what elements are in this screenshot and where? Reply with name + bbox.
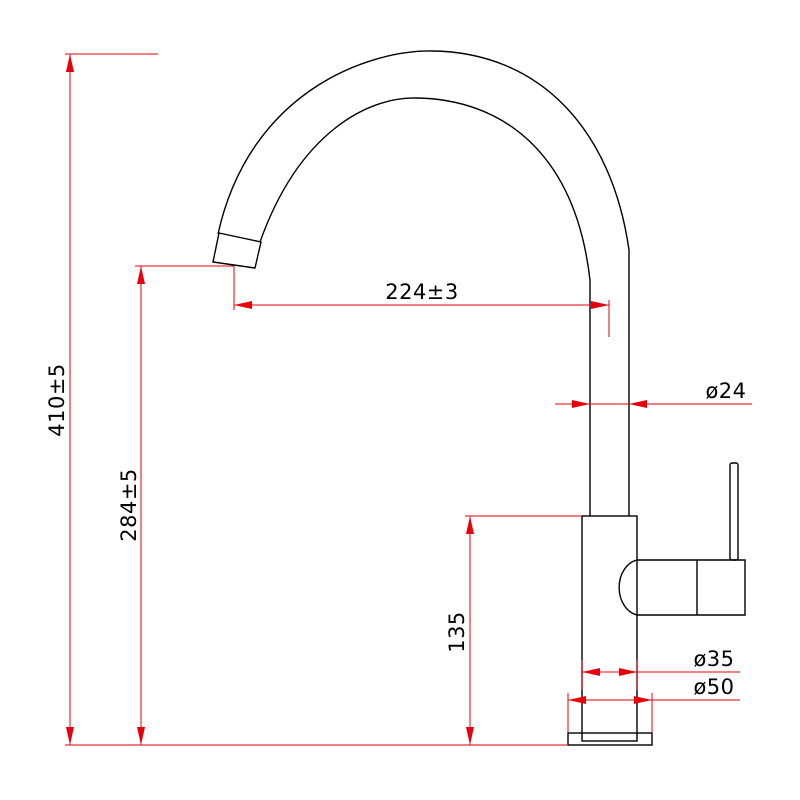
faucet-outline bbox=[212, 50, 746, 746]
label-spout-reach: 224±3 bbox=[385, 280, 459, 304]
base-plate bbox=[567, 732, 653, 746]
dimension-spout-reach bbox=[233, 266, 610, 337]
label-body-height: 135 bbox=[445, 611, 469, 653]
label-total-height: 410±5 bbox=[45, 363, 69, 437]
label-tube-diameter: ø24 bbox=[705, 379, 746, 403]
label-base-diameter: ø50 bbox=[693, 675, 734, 699]
spout-aerator bbox=[212, 232, 262, 269]
gooseneck-inner bbox=[259, 97, 591, 516]
dimension-base-diameter bbox=[567, 693, 740, 733]
gooseneck-outer bbox=[217, 50, 630, 516]
lever-housing bbox=[618, 559, 746, 616]
lever-handle bbox=[729, 462, 739, 561]
label-spout-height: 284±5 bbox=[117, 468, 141, 542]
dimension-tube-diameter bbox=[555, 400, 752, 408]
dimension-labels: 410±5 284±5 224±3 ø24 135 ø35 ø50 bbox=[45, 280, 746, 699]
label-body-diameter: ø35 bbox=[693, 647, 734, 671]
dimension-total-height bbox=[65, 53, 158, 745]
dimension-spout-height bbox=[135, 265, 234, 745]
faucet-body bbox=[581, 515, 638, 742]
dimension-body-diameter bbox=[581, 660, 740, 690]
dimension-body-height bbox=[465, 515, 582, 745]
dimension-lines bbox=[65, 53, 752, 746]
